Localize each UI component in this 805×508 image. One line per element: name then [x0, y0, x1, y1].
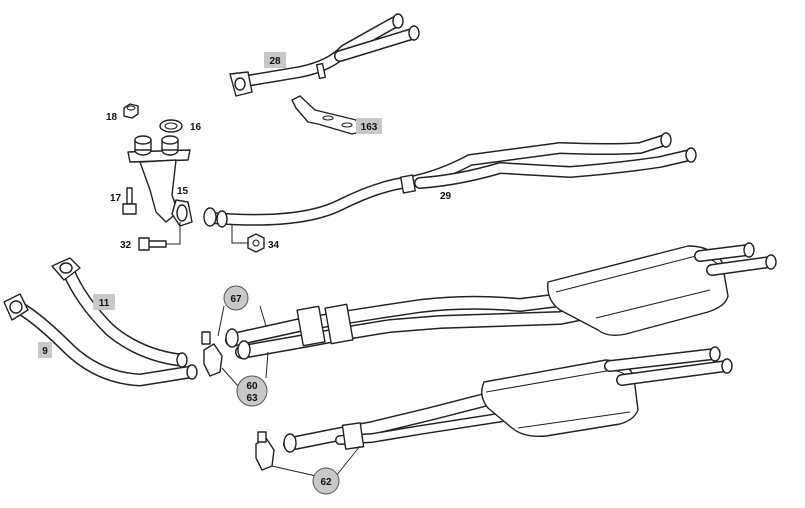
- part-9-downpipe[interactable]: [3, 293, 198, 387]
- svg-text:62: 62: [320, 477, 332, 488]
- part-29-intermediate-pipe[interactable]: [203, 132, 697, 228]
- part-16-gasket[interactable]: [159, 119, 183, 133]
- part-18-nut[interactable]: [123, 103, 139, 119]
- callout-34: 34: [268, 240, 280, 251]
- clamp-60-63[interactable]: [201, 331, 223, 377]
- part-34-nut[interactable]: [247, 233, 265, 253]
- svg-text:9: 9: [42, 346, 48, 357]
- leader-60-63: [221, 351, 269, 387]
- callout-29: 29: [440, 191, 452, 202]
- callout-16: 16: [190, 122, 202, 133]
- leader-67: [217, 305, 267, 337]
- part-28-front-y-pipe[interactable]: [229, 13, 420, 97]
- callout-62: 62: [312, 467, 340, 495]
- leader-32: [166, 222, 181, 245]
- svg-text:28: 28: [269, 56, 281, 67]
- svg-text:163: 163: [361, 122, 378, 133]
- svg-text:60: 60: [246, 381, 258, 392]
- svg-text:63: 63: [246, 393, 258, 404]
- leader-62: [271, 445, 361, 477]
- callout-17: 17: [110, 193, 122, 204]
- callout-9: 9: [38, 342, 52, 358]
- callout-163: 163: [356, 118, 382, 134]
- callout-18: 18: [106, 112, 118, 123]
- callout-15: 15: [177, 186, 189, 197]
- callout-60-63: 60 63: [236, 375, 268, 407]
- callout-67: 67: [223, 285, 249, 311]
- part-32-bolt[interactable]: [138, 237, 167, 251]
- leader-34: [231, 222, 248, 244]
- svg-text:11: 11: [99, 298, 110, 309]
- part-17-bolt[interactable]: [122, 187, 137, 215]
- upper-muffler-assembly[interactable]: [225, 242, 777, 360]
- svg-text:67: 67: [230, 294, 242, 305]
- callout-11: 11: [93, 294, 115, 310]
- callout-32: 32: [120, 240, 132, 251]
- callout-28: 28: [264, 52, 286, 68]
- clamp-62[interactable]: [255, 431, 275, 471]
- part-15-manifold-flange[interactable]: [127, 135, 193, 227]
- part-11-downpipe[interactable]: [51, 257, 188, 368]
- part-163-bracket[interactable]: [291, 95, 361, 135]
- lower-muffler-assembly[interactable]: [283, 346, 733, 453]
